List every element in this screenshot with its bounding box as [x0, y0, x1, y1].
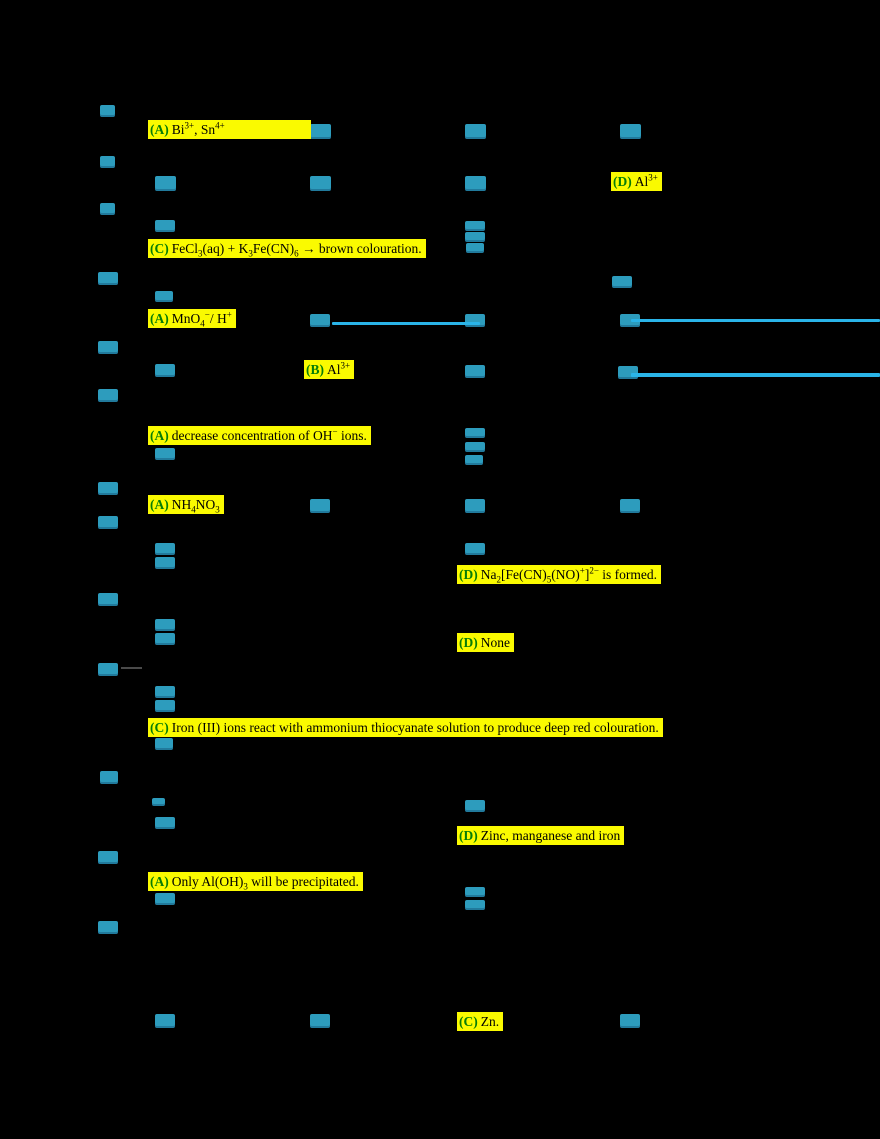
highlighted-answer: (C)FeCl3(aq) + K3Fe(CN)6 → brown coloura…: [148, 239, 426, 258]
answer-option-label: (D): [459, 828, 478, 843]
highlighted-answer: (A)Only Al(OH)3 will be precipitated.: [148, 872, 363, 891]
cyan-underline: [332, 322, 480, 325]
question-number-marker: [98, 516, 118, 529]
option-marker: [310, 314, 330, 327]
option-marker: [155, 557, 175, 569]
option-marker: [620, 314, 640, 327]
option-marker: [155, 686, 175, 698]
option-marker: [465, 499, 485, 513]
question-number-marker: [98, 482, 118, 495]
option-marker: [155, 738, 173, 750]
option-marker: [155, 700, 175, 712]
option-marker: [465, 900, 485, 910]
option-marker: [155, 176, 176, 191]
question-number-marker: [98, 389, 118, 402]
option-marker: [465, 221, 485, 231]
option-marker: [310, 1014, 330, 1028]
answer-text: NH4NO3: [171, 497, 220, 515]
answer-text: decrease concentration of OH− ions.: [171, 426, 367, 443]
option-marker: [310, 176, 331, 191]
answer-option-label: (D): [459, 635, 478, 650]
option-marker: [465, 800, 485, 812]
option-marker: [155, 619, 175, 631]
option-marker: [465, 887, 485, 897]
option-marker: [466, 243, 484, 253]
answer-option-label: (D): [459, 567, 478, 582]
option-marker: [465, 428, 485, 438]
option-marker: [155, 448, 175, 460]
option-marker: [620, 124, 641, 139]
question-number-marker: [98, 593, 118, 606]
answer-text: Bi3+, Sn4+: [171, 120, 225, 137]
question-number-marker: [98, 851, 118, 864]
question-number-marker: [100, 771, 118, 784]
option-marker: [465, 314, 485, 327]
option-marker: [620, 1014, 640, 1028]
highlighted-answer: (C)Zn.: [457, 1012, 504, 1031]
answer-option-label: (A): [150, 122, 169, 137]
highlighted-answer: (A)MnO4−/ H+: [148, 309, 236, 328]
highlighted-answer: (D)None: [457, 633, 514, 652]
question-number-marker: [100, 156, 115, 168]
option-marker: [155, 1014, 175, 1028]
option-marker: [465, 124, 486, 139]
option-marker: [465, 232, 485, 242]
highlighted-answer: (A)Bi3+, Sn4+: [148, 120, 311, 139]
answer-option-label: (A): [150, 311, 169, 326]
answer-text: Al3+: [634, 172, 658, 189]
highlighted-answer: (B)Al3+: [304, 360, 355, 379]
option-marker: [152, 798, 165, 806]
option-marker: [155, 291, 173, 302]
faint-dash: [121, 667, 142, 669]
option-marker: [465, 442, 485, 452]
answer-option-label: (C): [459, 1014, 478, 1029]
option-marker: [155, 364, 175, 377]
answer-option-label: (B): [306, 362, 324, 377]
question-number-marker: [98, 663, 118, 676]
question-number-marker: [100, 105, 115, 117]
cyan-underline: [631, 373, 880, 377]
option-marker: [310, 124, 331, 139]
answer-option-label: (A): [150, 874, 169, 889]
answer-text: Na2[Fe(CN)5(NO)+]2− is formed.: [480, 565, 658, 585]
option-marker: [155, 220, 175, 232]
answer-option-label: (A): [150, 497, 169, 512]
question-number-marker: [98, 921, 118, 934]
answer-text: None: [480, 635, 510, 650]
question-number-marker: [98, 341, 118, 354]
option-marker: [465, 176, 486, 191]
answer-text: Zinc, manganese and iron: [480, 828, 621, 843]
answer-text: Only Al(OH)3 will be precipitated.: [171, 874, 359, 892]
option-marker: [465, 455, 483, 465]
option-marker: [465, 365, 485, 378]
highlighted-answer: (D)Na2[Fe(CN)5(NO)+]2− is formed.: [457, 565, 662, 585]
answer-text: Zn.: [480, 1014, 500, 1029]
answer-option-label: (C): [150, 241, 169, 256]
question-number-marker: [100, 203, 115, 215]
option-marker: [155, 543, 175, 555]
highlighted-answer: (D)Zinc, manganese and iron: [457, 826, 625, 845]
option-marker: [612, 276, 632, 288]
option-marker: [310, 499, 330, 513]
answer-option-label: (D): [613, 174, 632, 189]
answer-text: FeCl3(aq) + K3Fe(CN)6 → brown colouratio…: [171, 241, 422, 259]
option-marker: [155, 633, 175, 645]
answer-text: Al3+: [327, 360, 351, 377]
answer-option-label: (A): [150, 428, 169, 443]
answer-text: Iron (III) ions react with ammonium thio…: [171, 720, 659, 735]
option-marker: [620, 499, 640, 513]
question-number-marker: [98, 272, 118, 285]
answer-option-label: (C): [150, 720, 169, 735]
highlighted-answer: (C)Iron (III) ions react with ammonium t…: [148, 718, 663, 737]
option-marker: [465, 543, 485, 555]
option-marker: [155, 817, 175, 829]
cyan-underline: [631, 319, 880, 322]
option-marker: [155, 893, 175, 905]
highlighted-answer: (A)decrease concentration of OH− ions.: [148, 426, 371, 445]
answer-text: MnO4−/ H+: [171, 309, 232, 329]
highlighted-answer: (A)NH4NO3: [148, 495, 224, 514]
highlighted-answer: (D)Al3+: [611, 172, 662, 191]
